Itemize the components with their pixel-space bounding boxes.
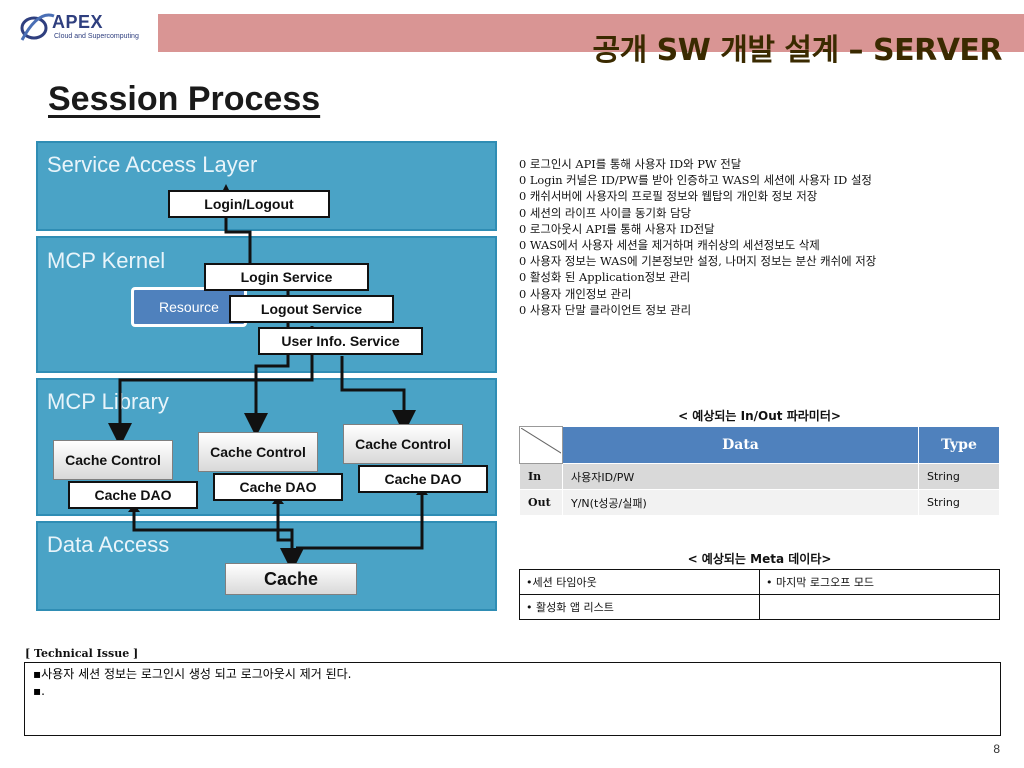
layer-label: Data Access xyxy=(47,532,170,557)
logout-service-box: Logout Service xyxy=(229,295,394,323)
row-label: In xyxy=(519,463,563,490)
login-logout-box: Login/Logout xyxy=(168,190,330,218)
description-item: 0 사용자 단말 클라이언트 정보 관리 xyxy=(519,302,692,317)
table-row: • 활성화 앱 리스트 xyxy=(519,594,1000,620)
table-header-data: Data xyxy=(562,426,919,464)
row-type: String xyxy=(918,489,1000,516)
layer-label: MCP Library xyxy=(47,389,169,414)
table-header-corner xyxy=(519,426,570,464)
arrow-dao1-cache xyxy=(132,510,304,572)
layer-label: Service Access Layer xyxy=(47,152,258,177)
params-table: Data Type In 사용자ID/PW String Out Y/N(t성공… xyxy=(519,426,1000,516)
apex-logo xyxy=(18,10,168,50)
technical-issue-label: [ Technical Issue ] xyxy=(25,647,139,660)
cache-dao-box: Cache DAO xyxy=(68,481,198,509)
description-item: 0 사용자 정보는 WAS에 기본정보만 설정, 나머지 정보는 분산 캐쉬에 … xyxy=(519,254,877,269)
description-item: 0 세션의 라이프 사이클 동기화 담당 xyxy=(519,205,692,220)
meta-caption: < 예상되는 Meta 데이타> xyxy=(687,552,832,566)
cache-control-box: Cache Control xyxy=(343,424,463,464)
logo-swoosh-icon xyxy=(20,13,55,41)
logo-name: APEX xyxy=(52,12,104,32)
table-header-row: Data Type xyxy=(519,426,1000,464)
resource-box: Resource xyxy=(131,287,247,327)
meta-table: •세션 타임아웃 • 마지막 로그오프 모드 • 활성화 앱 리스트 xyxy=(519,569,1000,620)
params-caption: < 예상되는 In/Out 파라미터> xyxy=(678,409,841,423)
meta-cell: • 활성화 앱 리스트 xyxy=(519,594,760,620)
meta-cell xyxy=(759,594,1000,620)
arrow-dao3-cache xyxy=(296,493,424,550)
description-list: 0 로그인시 API를 통해 사용자 ID와 PW 전달 0 Login 커널은… xyxy=(519,156,876,318)
header-bar: 공개 SW 개발 설계 – SERVER xyxy=(158,14,1024,68)
table-header-type: Type xyxy=(918,426,1000,464)
row-data: Y/N(t성공/실패) xyxy=(562,489,919,516)
cache-dao-box: Cache DAO xyxy=(213,473,343,501)
table-row: •세션 타임아웃 • 마지막 로그오프 모드 xyxy=(519,569,1000,595)
row-label: Out xyxy=(519,489,563,516)
table-row: In 사용자ID/PW String xyxy=(519,463,1000,490)
logo-tagline: Cloud and Supercomputing xyxy=(54,33,139,40)
arrow-dao2-cache xyxy=(276,502,292,542)
page-number: 8 xyxy=(993,742,1000,756)
user-info-service-box: User Info. Service xyxy=(258,327,423,355)
technical-issue-box: ▪사용자 세션 정보는 로그인시 생성 되고 로그아웃시 제거 된다. ▪. xyxy=(24,662,1001,736)
diagonal-line-icon xyxy=(520,427,570,459)
description-item: 0 캐쉬서버에 사용자의 프로필 정보와 웹탑의 개인화 정보 저장 xyxy=(519,189,818,204)
layer-service-access: Service Access Layer xyxy=(36,141,497,231)
cache-dao-box: Cache DAO xyxy=(358,465,488,493)
description-item: 0 로그인시 API를 통해 사용자 ID와 PW 전달 xyxy=(519,157,742,171)
table-row: Out Y/N(t성공/실패) String xyxy=(519,489,1000,516)
description-item: 0 활성화 된 Application정보 관리 xyxy=(519,270,691,285)
technical-issue-line: ▪사용자 세션 정보는 로그인시 생성 되고 로그아웃시 제거 된다. xyxy=(33,667,352,681)
cache-control-box: Cache Control xyxy=(53,440,173,480)
cache-box: Cache xyxy=(225,563,357,595)
meta-cell: • 마지막 로그오프 모드 xyxy=(759,569,1000,595)
page-title: Session Process xyxy=(48,80,321,118)
layer-label: MCP Kernel xyxy=(47,248,166,273)
technical-issue-line: ▪. xyxy=(33,684,45,698)
login-service-box: Login Service xyxy=(204,263,369,291)
meta-cell: •세션 타임아웃 xyxy=(519,569,760,595)
description-item: 0 Login 커널은 ID/PW를 받아 인증하고 WAS의 세션에 사용자 … xyxy=(519,173,872,188)
description-item: 0 WAS에서 사용자 세션을 제거하며 캐쉬상의 세션정보도 삭제 xyxy=(519,238,820,253)
cache-control-box: Cache Control xyxy=(198,432,318,472)
row-type: String xyxy=(918,463,1000,490)
arrow-to-cache-control-3 xyxy=(340,356,416,434)
description-item: 0 로그아웃시 API를 통해 사용자 ID전달 xyxy=(519,221,715,236)
row-data: 사용자ID/PW xyxy=(562,463,919,490)
description-item: 0 사용자 개인정보 관리 xyxy=(519,286,632,301)
header-title: 공개 SW 개발 설계 – SERVER xyxy=(592,33,1002,68)
